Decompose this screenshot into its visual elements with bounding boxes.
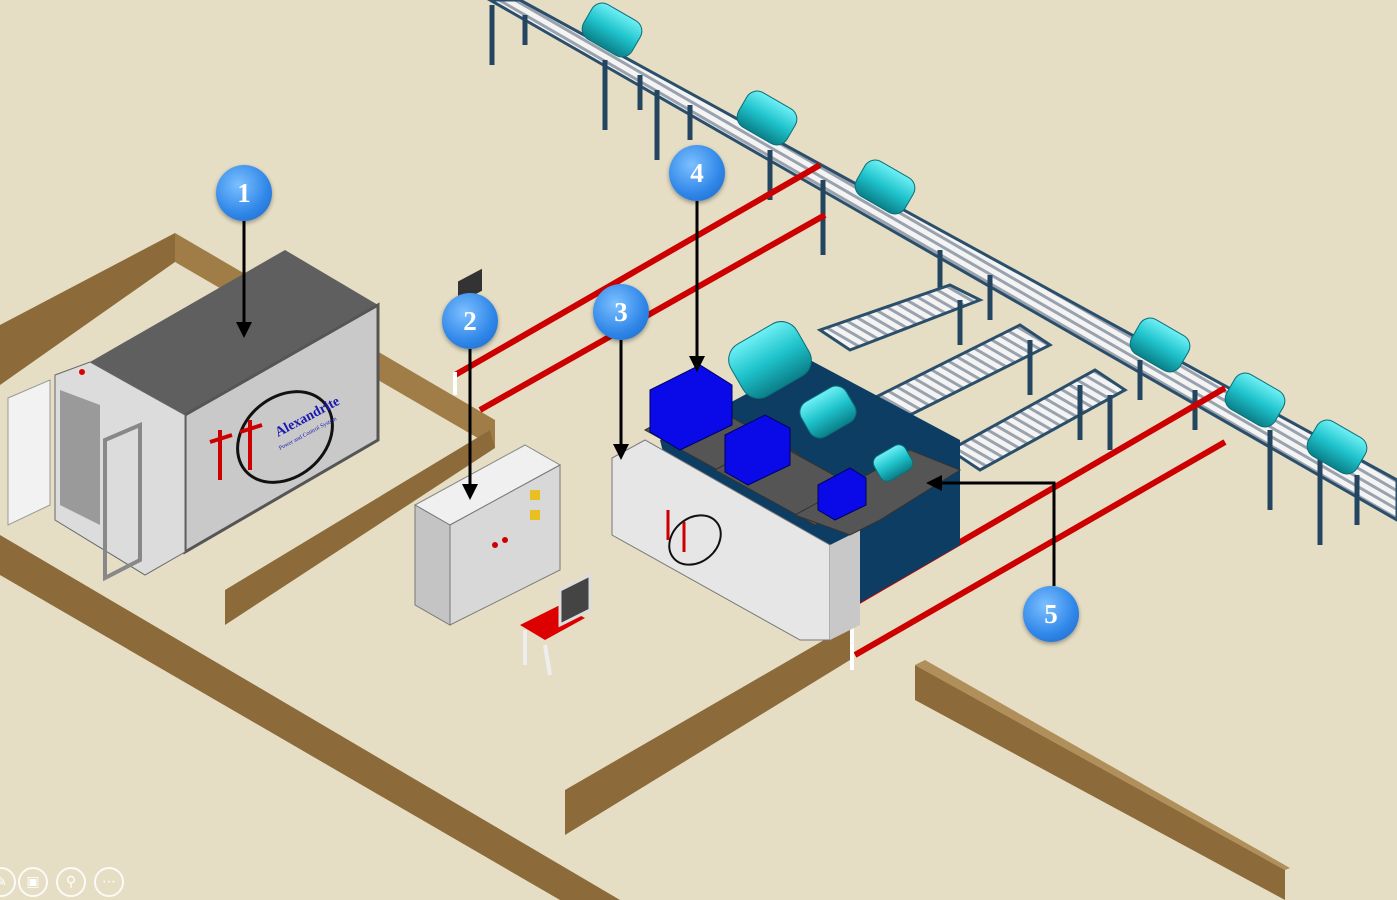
callout-3[interactable]: 3 (593, 284, 649, 340)
callout-2[interactable]: 2 (442, 293, 498, 349)
conveyor-motors (581, 2, 1368, 475)
callout-arrows (236, 201, 1056, 586)
zoom-icon[interactable]: ⚲ (56, 867, 86, 897)
callout-5[interactable]: 5 (1023, 586, 1079, 642)
main-conveyor (486, 0, 1397, 545)
callout-4[interactable]: 4 (669, 145, 725, 201)
slides-icon[interactable]: ▣ (18, 867, 48, 897)
power-container: Alexandrite Power and Control System (7, 250, 380, 582)
test-bench (611, 321, 962, 641)
control-console (413, 268, 562, 626)
more-icon[interactable]: ⋯ (94, 867, 124, 897)
callout-1[interactable]: 1 (216, 165, 272, 221)
chair (520, 572, 592, 676)
